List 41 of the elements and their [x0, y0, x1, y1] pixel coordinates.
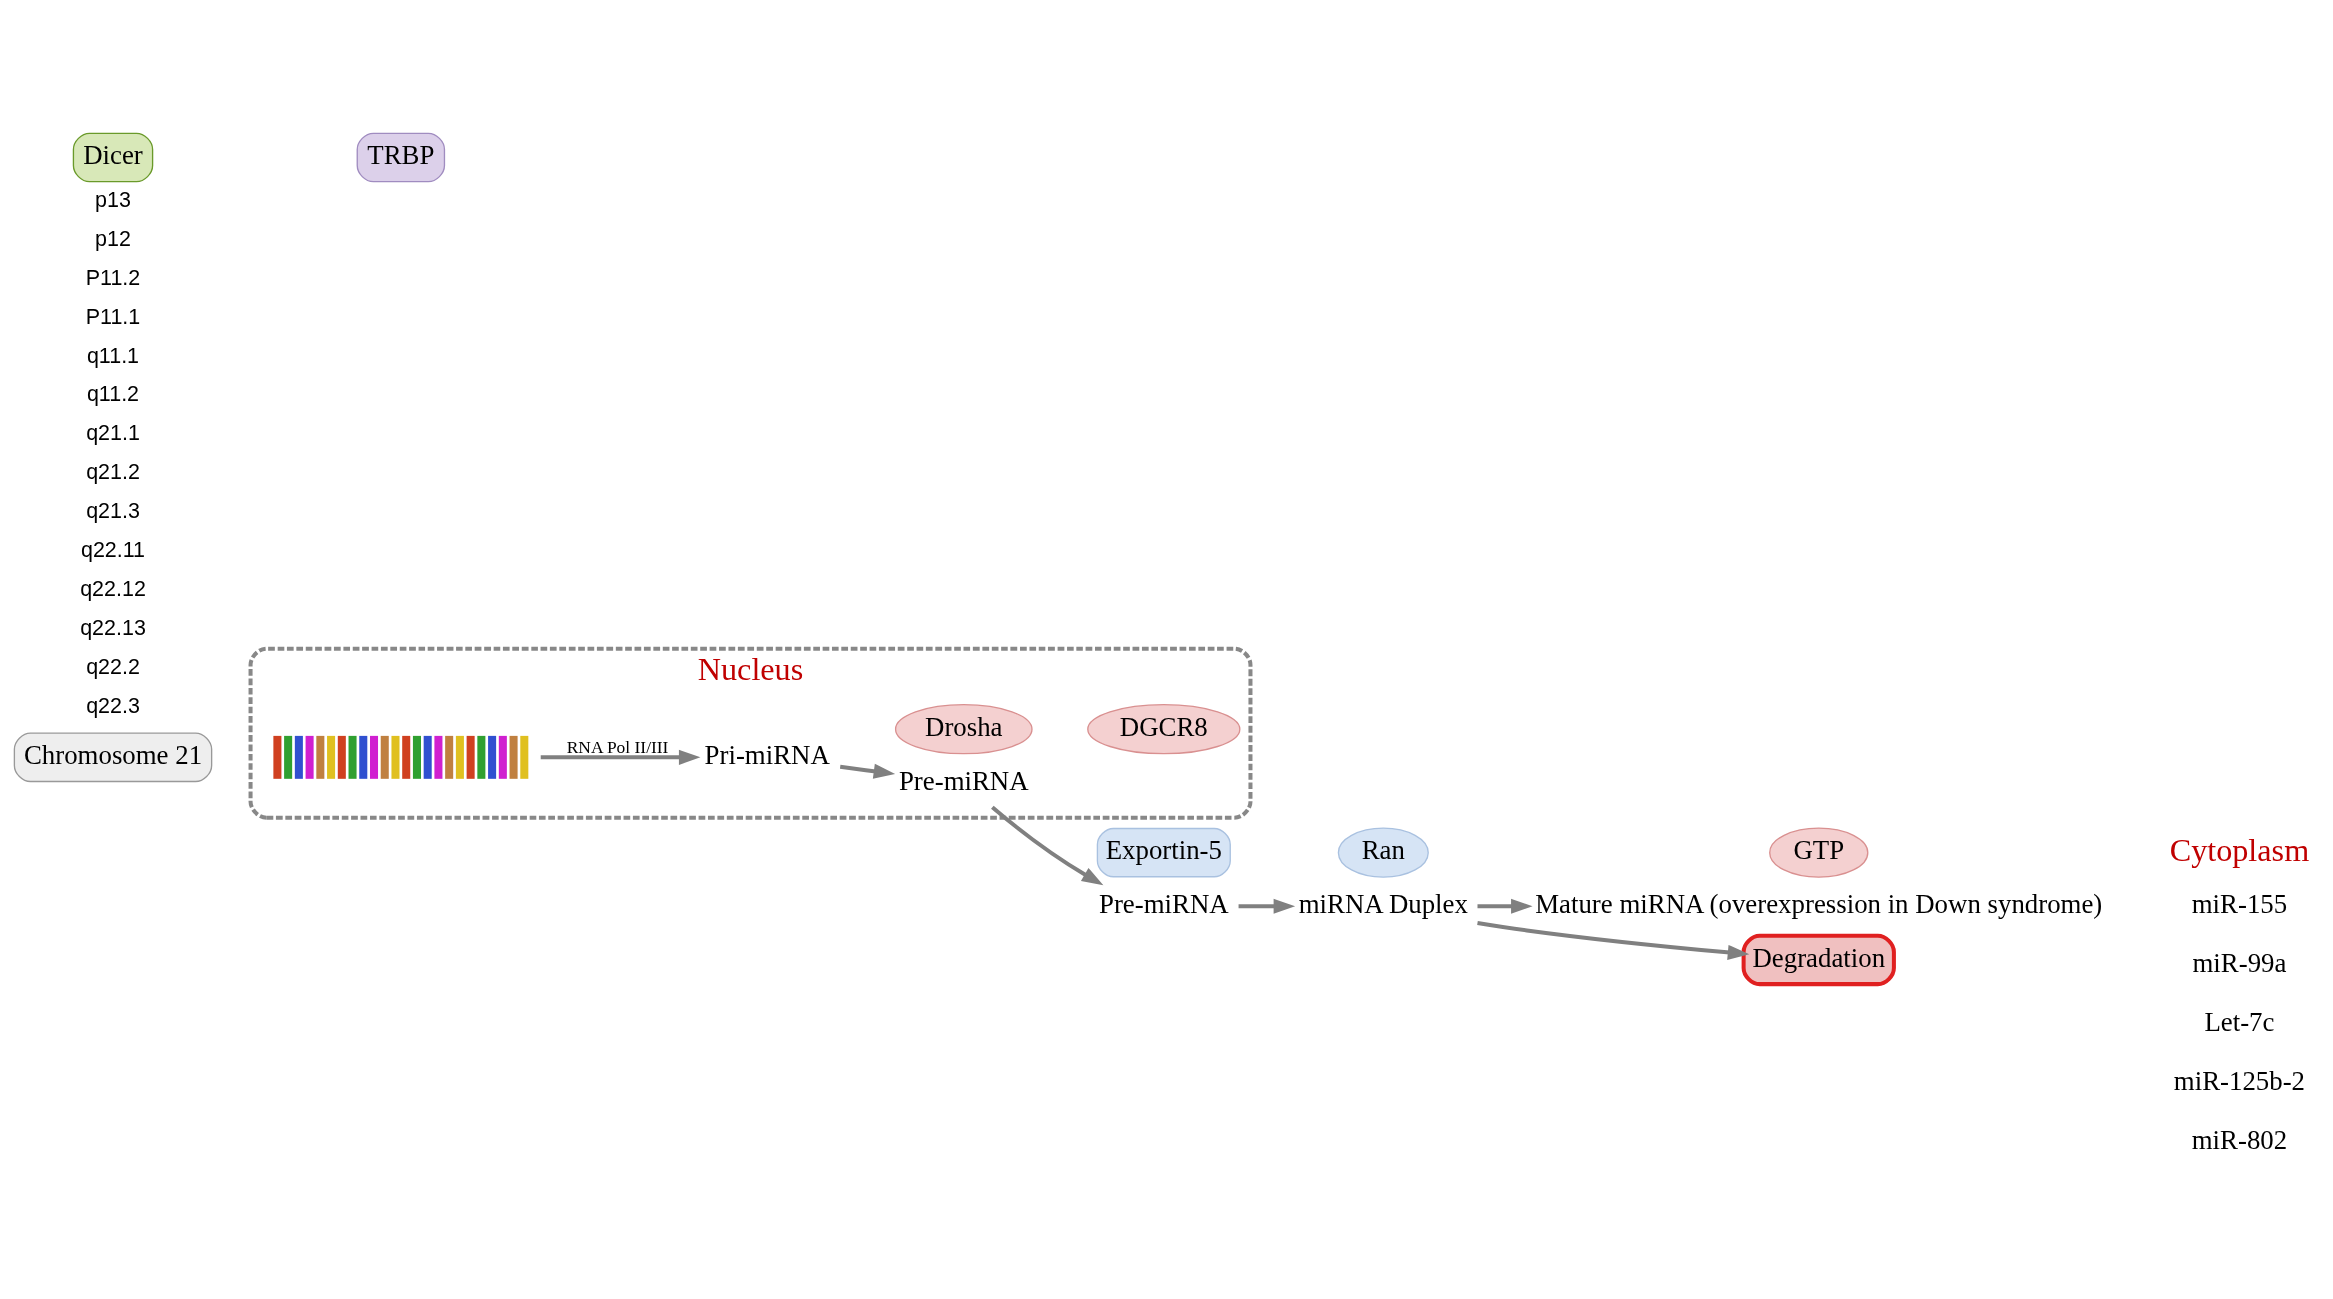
label: miR-125b-2 [2173, 1065, 2306, 1096]
label: p13 [95, 187, 131, 212]
node-ellipse: DGCR8 [1087, 703, 1241, 754]
arrow [540, 749, 701, 765]
arrow [1238, 898, 1296, 914]
node-box: Dicer [72, 132, 154, 182]
arrow [839, 763, 896, 779]
edge-label: RNA Pol II/III [566, 736, 669, 757]
label: q21.3 [86, 498, 140, 523]
arrow [1477, 898, 1533, 914]
node-text: Pre-miRNA [898, 765, 1029, 796]
node-box: TRBP [356, 132, 446, 182]
label: q21.2 [86, 459, 140, 484]
label: q22.3 [86, 693, 140, 718]
label: miR-99a [2192, 947, 2287, 978]
label: q22.2 [86, 654, 140, 679]
label: p12 [95, 226, 131, 251]
node-box: Degradation [1741, 933, 1896, 986]
label: P11.2 [85, 265, 141, 290]
node-ellipse: Ran [1337, 826, 1429, 878]
node-text: miRNA Duplex [1298, 888, 1468, 919]
label: miR-802 [2191, 1124, 2288, 1155]
arrow [1477, 920, 1750, 960]
label: P11.1 [85, 304, 141, 329]
label: q11.1 [86, 343, 140, 368]
label: q11.2 [86, 381, 140, 406]
label: Cytoplasm [2169, 831, 2310, 868]
label: Let-7c [2204, 1006, 2275, 1037]
node-text: Pre-miRNA [1098, 888, 1229, 919]
label: q22.13 [80, 615, 146, 640]
node-box: Exportin-5 [1096, 827, 1231, 877]
node-text: Pri-miRNA [704, 739, 830, 770]
label: q22.12 [80, 576, 146, 601]
node-text: Mature miRNA (overexpression in Down syndrome) [1535, 888, 2103, 919]
arrow [991, 805, 1104, 885]
node-box: Chromosome 21 [13, 732, 213, 782]
node-ellipse: GTP [1769, 826, 1869, 878]
label: miR-155 [2191, 888, 2288, 919]
label: q22.11 [80, 537, 146, 562]
node-ellipse: Drosha [894, 703, 1033, 754]
label: q21.1 [86, 420, 140, 445]
